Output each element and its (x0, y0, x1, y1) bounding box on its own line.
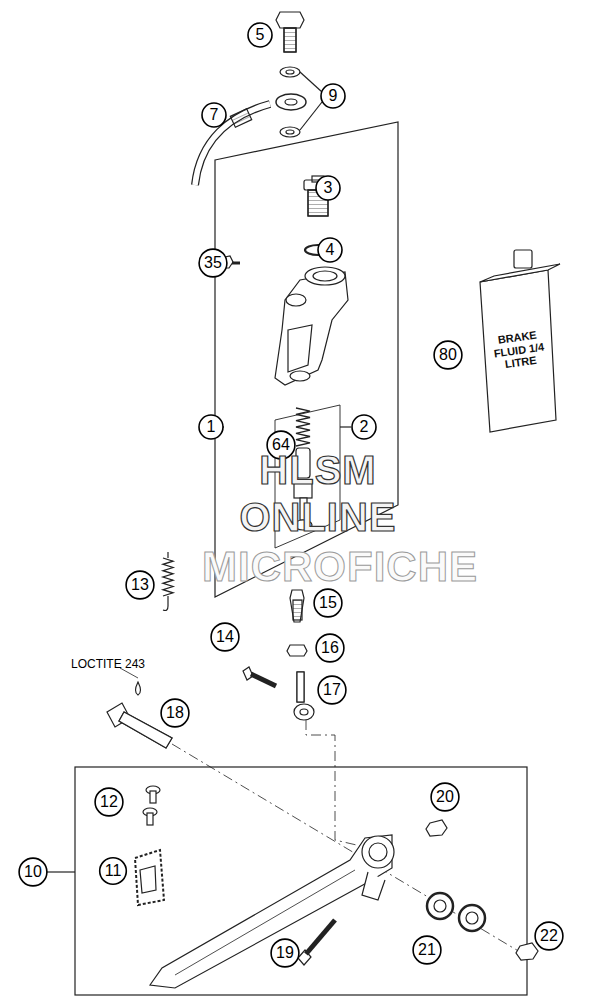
callout-number: 18 (166, 705, 184, 721)
callout-circle (316, 634, 344, 662)
callout-circle (95, 788, 123, 816)
screws (143, 786, 160, 825)
callout-circle (161, 699, 189, 727)
callout-circle (431, 783, 459, 811)
callout-circle (535, 922, 563, 950)
callout-number: 3 (324, 180, 333, 196)
callout-circle (314, 589, 342, 617)
callout-circle (321, 84, 345, 108)
note-label: LOCTITE 243 (71, 657, 145, 671)
callout-number: 12 (100, 794, 118, 810)
callout-number: 19 (276, 945, 294, 961)
callout-number: 4 (326, 242, 335, 258)
callout-circle (271, 939, 299, 967)
watermark-text: HLSM (259, 450, 376, 490)
callout-number: 20 (436, 789, 454, 805)
callout-circle (434, 341, 462, 369)
callout-number: 18 (166, 705, 184, 721)
tension-spring (163, 552, 173, 611)
callout-number: 35 (204, 255, 222, 271)
callout-circle (19, 858, 47, 886)
push-rod (290, 590, 304, 622)
callout-number: 21 (418, 942, 436, 958)
callout-number: 17 (323, 682, 341, 698)
brake-lever (150, 835, 394, 988)
fluid-can (480, 250, 560, 432)
callout-number: 10 (24, 864, 42, 880)
pivot-bolt (243, 667, 276, 686)
watermark-text: HLSM (259, 450, 376, 490)
callout-number: 7 (210, 107, 219, 123)
callout-number: 13 (131, 577, 149, 593)
callout-number: 5 (256, 27, 265, 43)
callout-circle (318, 676, 346, 704)
watermark-text: MICROFICHE (202, 546, 478, 588)
callout-number: 16 (321, 640, 339, 656)
callout-circle (352, 415, 376, 439)
callout-number: 4 (326, 242, 335, 258)
callout-number: 20 (436, 789, 454, 805)
callout-circle (316, 176, 340, 200)
callout-number: 21 (418, 942, 436, 958)
callout-circle (211, 623, 239, 651)
callout-circle (199, 249, 227, 277)
watermark-text: ONLINE (239, 497, 396, 537)
callout-number: 13 (131, 577, 149, 593)
note-label: LOCTITE 243 (71, 657, 145, 671)
callout-number: 9 (329, 88, 338, 104)
callout-number: 1 (207, 419, 216, 435)
callout-number: 7 (210, 107, 219, 123)
callout-circle (413, 936, 441, 964)
callout-number: 35 (204, 255, 222, 271)
callout-circle (202, 103, 226, 127)
callout-number: 11 (105, 863, 122, 879)
clevis (294, 672, 314, 720)
callout-number: 15 (319, 595, 337, 611)
callout-circle (248, 23, 272, 47)
callout-number: 11 (105, 863, 122, 879)
master-cylinder-body (275, 267, 348, 385)
callout-number: 2 (360, 419, 369, 435)
return-spring (296, 408, 310, 446)
callout-number: 17 (323, 682, 341, 698)
callout-number: 12 (100, 794, 118, 810)
watermark-text: ONLINE (239, 497, 396, 537)
callout-number: 80 (439, 347, 457, 363)
assembly-frame (75, 767, 527, 995)
callout-number: 3 (324, 180, 333, 196)
callout-number: 5 (256, 27, 265, 43)
callout-circle (126, 571, 154, 599)
watermark-text: MICROFICHE (202, 546, 478, 588)
callout-number: 19 (276, 945, 294, 961)
callout-circle (199, 415, 223, 439)
callout-number: 14 (216, 629, 234, 645)
container-label: BRAKE FLUID 1/4 LITRE (488, 327, 551, 373)
assembly-frame (215, 122, 398, 597)
callout-number: 1 (207, 419, 216, 435)
container-label: BRAKE FLUID 1/4 LITRE (488, 327, 551, 373)
callout-number: 80 (439, 347, 457, 363)
callout-number: 22 (540, 928, 558, 944)
callout-number: 16 (321, 640, 339, 656)
banjo-bolt (276, 12, 304, 52)
callout-number: 2 (360, 419, 369, 435)
callout-number: 14 (216, 629, 234, 645)
callout-circle (100, 858, 127, 885)
callout-number: 9 (329, 88, 338, 104)
callout-number: 10 (24, 864, 42, 880)
callout-number: 22 (540, 928, 558, 944)
callout-number: 15 (319, 595, 337, 611)
callout-circle (318, 238, 342, 262)
